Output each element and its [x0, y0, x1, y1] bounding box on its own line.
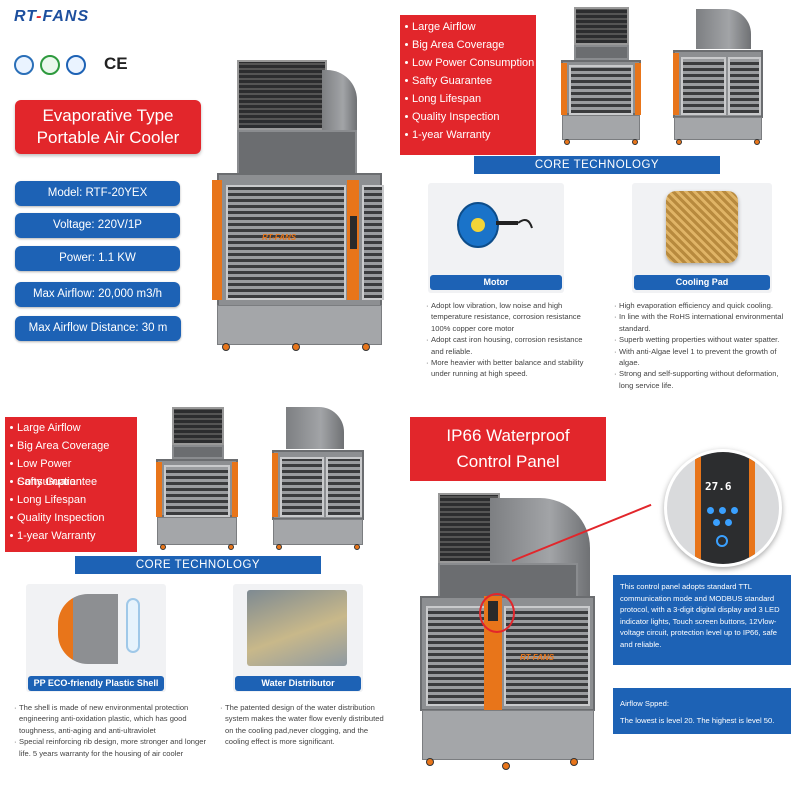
- feature-item: Large Airflow: [5, 419, 137, 437]
- cooling-pad-card: Cooling Pad: [632, 183, 772, 293]
- swing-button[interactable]: [725, 519, 732, 526]
- water-tube-icon: [126, 598, 140, 653]
- air-cooler-image: RT-FANS: [212, 55, 392, 355]
- feature-list-top: Large Airflow Big Area Coverage Low Powe…: [400, 15, 536, 155]
- air-cooler-side-image-2: [268, 405, 368, 553]
- feature-item: Big Area Coverage: [5, 437, 137, 455]
- certification-badge-1: [14, 55, 34, 75]
- ce-mark: CE: [104, 54, 128, 73]
- spec-power: Power: 1.1 KW: [15, 246, 180, 271]
- feature-item: Big Area Coverage: [400, 36, 536, 54]
- plastic-shell-description: The shell is made of new environmental p…: [14, 702, 206, 759]
- water-distributor-icon: [247, 590, 347, 666]
- feature-item: Quality Inspection: [5, 509, 137, 527]
- feature-item: Long Lifespan: [400, 90, 536, 108]
- air-cooler-side-image: [668, 5, 768, 145]
- spec-model: Model: RTF-20YEX: [15, 181, 180, 206]
- control-panel-title-line-2: Control Panel: [456, 452, 560, 471]
- cooling-pad-description: High evaporation efficiency and quick co…: [614, 300, 792, 391]
- product-title-line-2: Portable Air Cooler: [36, 128, 180, 147]
- feature-item: 1-year Warranty: [400, 126, 536, 144]
- motor-label: Motor: [430, 275, 562, 290]
- air-cooler-front-image-2: [152, 405, 242, 553]
- air-cooler-front-image: [556, 5, 646, 145]
- main-power-icon[interactable]: [716, 535, 728, 547]
- feature-item: Low Power Consumption: [5, 455, 137, 488]
- brand-logo: RT-FANS: [14, 8, 90, 25]
- feature-item: Quality Inspection: [400, 108, 536, 126]
- feature-item: Long Lifespan: [5, 491, 137, 509]
- motor-icon: [457, 202, 533, 248]
- product-title: Evaporative Type Portable Air Cooler: [15, 100, 201, 154]
- plastic-shell-card: PP ECO-friendly Plastic Shell: [26, 584, 166, 692]
- iso-badge: [66, 55, 86, 75]
- feature-item: Low Power Consumption: [400, 54, 536, 72]
- feature-item: Safty Guarantee: [5, 473, 137, 491]
- plastic-shell-label: PP ECO-friendly Plastic Shell: [28, 676, 164, 691]
- water-distributor-card: Water Distributor: [233, 584, 363, 692]
- certification-badge-2: [40, 55, 60, 75]
- motor-description: Adopt low vibration, low noise and high …: [426, 300, 594, 380]
- core-technology-heading-top: CORE TECHNOLOGY: [474, 156, 720, 174]
- airflow-speed-text: The lowest is level 20. The highest is l…: [620, 715, 775, 725]
- control-panel-zoom: 27.6: [664, 449, 782, 567]
- plastic-shell-icon: [58, 594, 118, 664]
- spec-max-airflow: Max Airflow: 20,000 m3/h: [15, 282, 180, 307]
- air-cooler-control-image: RT-FANS: [420, 488, 600, 788]
- water-distributor-description: The patented design of the water distrib…: [220, 702, 390, 748]
- feature-item: 1-year Warranty: [5, 527, 137, 545]
- cooling-pad-icon: [666, 191, 738, 263]
- cooling-pad-label: Cooling Pad: [634, 275, 770, 290]
- water-distributor-label: Water Distributor: [235, 676, 361, 691]
- product-title-line-1: Evaporative Type: [42, 106, 174, 125]
- spec-voltage: Voltage: 220V/1P: [15, 213, 180, 238]
- mode-button[interactable]: [719, 507, 726, 514]
- feature-list-bottom: Large Airflow Big Area Coverage Low Powe…: [5, 417, 137, 552]
- core-technology-heading-bottom: CORE TECHNOLOGY: [75, 556, 321, 574]
- digital-display: 27.6: [705, 480, 732, 493]
- timer-button[interactable]: [713, 519, 720, 526]
- control-panel-title: IP66 Waterproof Control Panel: [410, 417, 606, 481]
- airflow-speed-title: Airflow Spped:: [620, 699, 669, 708]
- spec-max-airflow-distance: Max Airflow Distance: 30 m: [15, 316, 181, 341]
- control-panel-highlight: [479, 593, 515, 633]
- power-button[interactable]: [707, 507, 714, 514]
- control-panel-title-line-1: IP66 Waterproof: [446, 426, 570, 445]
- control-panel-info: This control panel adopts standard TTL c…: [613, 575, 791, 665]
- motor-card: Motor: [428, 183, 564, 293]
- feature-item: Large Airflow: [400, 18, 536, 36]
- feature-item: Safty Guarantee: [400, 72, 536, 90]
- airflow-speed-info: Airflow Spped: The lowest is level 20. T…: [613, 688, 791, 734]
- speed-button[interactable]: [731, 507, 738, 514]
